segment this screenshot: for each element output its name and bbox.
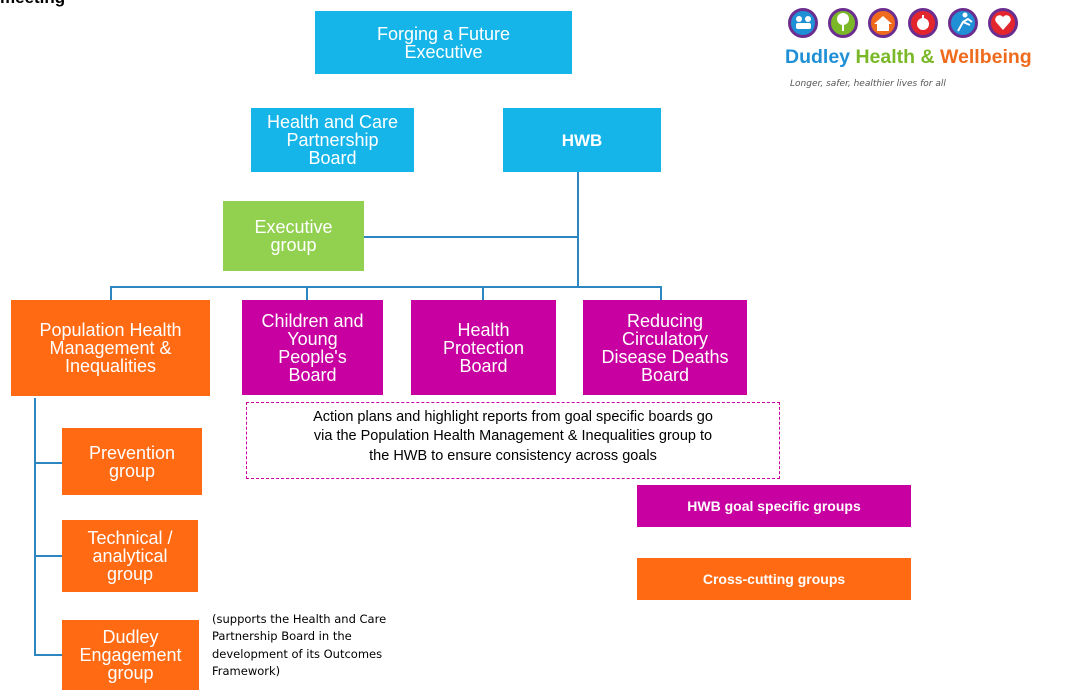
connector-drop-rcdd xyxy=(660,286,662,300)
logo-word-wellbeing: Wellbeing xyxy=(939,46,1032,68)
connector-prevention xyxy=(34,462,62,464)
population-health-management-box: Population Health Management & Inequalit… xyxy=(11,300,210,396)
people-icon xyxy=(788,8,818,38)
dudley-health-wellbeing-logo: Dudley Health & Wellbeing Longer, safer,… xyxy=(782,2,1072,94)
legend-hwb-goal-specific-groups: HWB goal specific groups xyxy=(637,485,911,527)
executive-group-box: Executive group xyxy=(223,201,364,271)
forging-future-executive-box: Forging a Future Executive xyxy=(315,11,572,74)
reducing-circulatory-disease-deaths-board-box: Reducing Circulatory Disease Deaths Boar… xyxy=(583,300,747,395)
connector-drop-phm xyxy=(110,286,112,300)
connector-drop-hp xyxy=(482,286,484,300)
action-plans-note: Action plans and highlight reports from … xyxy=(246,402,780,479)
logo-tagline: Longer, safer, healthier lives for all xyxy=(790,79,946,89)
connector-drop-cyp xyxy=(306,286,308,300)
hwb-box: HWB xyxy=(503,108,661,172)
health-care-partnership-board-box: Health and Care Partnership Board xyxy=(251,108,414,172)
connector-phm-vertical xyxy=(34,398,36,656)
health-protection-board-box: Health Protection Board xyxy=(411,300,556,395)
connector-horizontal-bus xyxy=(110,286,662,288)
logo-icon-glyphs xyxy=(796,12,1011,32)
connector-exec xyxy=(363,236,578,238)
logo-word-health: Health & xyxy=(855,46,935,68)
page-heading: meeting xyxy=(0,0,65,8)
children-young-peoples-board-box: Children and Young People's Board xyxy=(242,300,383,395)
supports-note: (supports the Health and Care Partnershi… xyxy=(212,612,387,679)
logo-word-dudley: Dudley xyxy=(785,46,851,68)
dudley-engagement-group-box: Dudley Engagement group xyxy=(62,620,199,690)
prevention-group-box: Prevention group xyxy=(62,428,202,495)
connector-hwb-down xyxy=(577,165,579,288)
connector-technical xyxy=(34,555,62,557)
connector-engagement xyxy=(34,654,62,656)
technical-analytical-group-box: Technical / analytical group xyxy=(62,520,198,592)
logo-title: Dudley Health & Wellbeing xyxy=(785,46,1032,69)
legend-cross-cutting-groups: Cross-cutting groups xyxy=(637,558,911,600)
